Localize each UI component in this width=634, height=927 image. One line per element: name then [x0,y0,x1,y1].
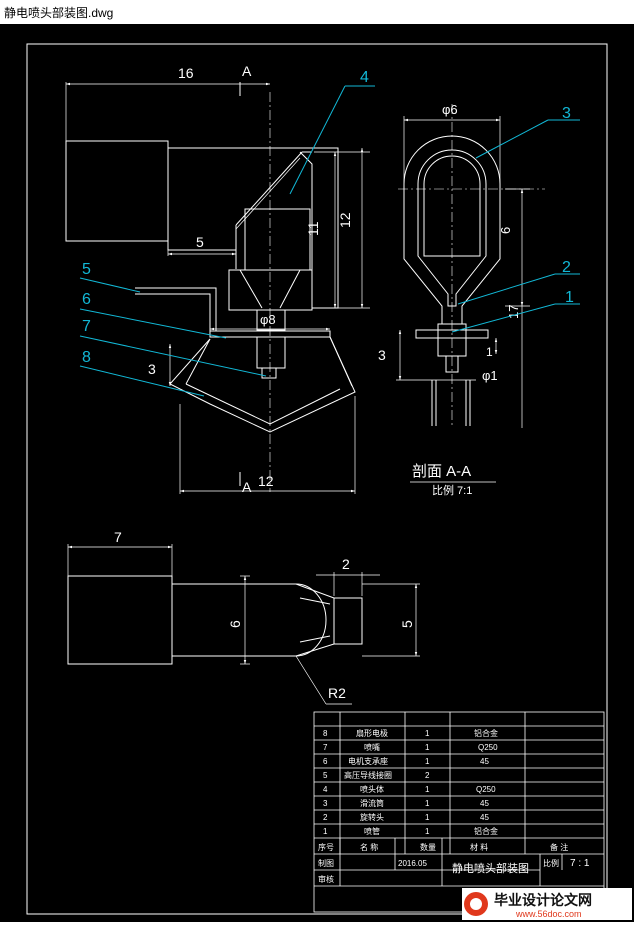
dim-3-left: 3 [148,361,156,377]
window-title: 静电喷头部装图.dwg [4,6,114,20]
bom-row-name: 高压导线接圈 [344,770,392,780]
bom-row-no: 5 [323,771,328,780]
callout-5: 5 [82,261,91,278]
leader-8 [79,365,205,397]
leader-6 [79,308,227,339]
bom-row-no: 8 [323,729,328,738]
bom-row-name: 扇形电极 [356,728,388,738]
checker-label: 审核 [318,874,334,884]
callout-1: 1 [565,289,574,306]
bom-rows: 8 扇形电极 1 铝合金 7 喷嘴 1 Q250 6 电机支承座 1 45 5 … [323,728,498,836]
section-mark-top: A [242,63,252,79]
bom-row-no: 2 [323,813,328,822]
leader-1 [451,303,556,333]
bom-row-name: 滑流筒 [360,798,384,808]
watermark-logo: 毕业设计论文网 www.56doc.com [462,888,632,920]
bom-row-material: 铝合金 [474,826,498,836]
leader-5 [79,277,141,293]
dim-5: 5 [196,234,204,250]
section-view: φ6 6 17 1 3 φ1 3 2 1 剖面 A-A 比例 7:1 [378,102,580,497]
bom-header-material: 材 料 [470,842,488,852]
callout-6: 6 [82,291,91,308]
cad-drawing: 16 5 11 12 φ8 3 12 A A 4 5 6 [26,43,608,915]
watermark-text: 毕业设计论文网 [494,892,592,908]
dim-phi6: φ6 [442,102,458,117]
bom-row-no: 3 [323,799,328,808]
bom-row-no: 7 [323,743,328,752]
bom-row-material: 铝合金 [474,728,498,738]
bom-row-qty: 2 [425,771,430,780]
bom-row-name: 喷嘴 [364,742,380,752]
callout-4: 4 [360,69,369,86]
bom-row-qty: 1 [425,743,430,752]
bom-header-qty: 数量 [420,842,436,852]
bom-row-qty: 1 [425,757,430,766]
dim-6: 6 [498,227,513,234]
bom-row-qty: 1 [425,813,430,822]
bom-row-no: 4 [323,785,328,794]
bom-row-qty: 1 [425,827,430,836]
watermark-url: www.56doc.com [515,909,582,919]
bom-row-no: 1 [323,827,328,836]
leader-3 [475,119,549,159]
callout-8: 8 [82,349,91,366]
dim-12: 12 [337,212,353,228]
bom-row-material: 45 [480,799,489,808]
dim-5-vertical: 5 [399,620,415,628]
leader-4 [289,85,346,195]
dim-7: 7 [114,529,122,545]
callout-2: 2 [562,259,571,276]
dim-16: 16 [178,65,194,81]
dim-r2: R2 [328,685,346,701]
dim-12-bottom: 12 [258,473,274,489]
bom-row-material: Q250 [478,743,498,752]
bom-header-name: 名 称 [360,842,378,852]
bom-header: 序号 名 称 数量 材 料 备 注 [318,842,568,852]
drawing-name: 静电喷头部装图 [452,861,529,875]
dim-2: 2 [342,556,350,572]
bom-row-name: 旋转头 [360,812,384,822]
callout-3: 3 [562,105,571,122]
dim-11: 11 [305,221,321,236]
drawing-date: 2016.05 [398,859,427,868]
dim-1: 1 [486,345,493,359]
dim-17: 17 [506,305,521,319]
leader-2 [457,273,556,305]
window-titlebar: 静电喷头部装图.dwg [0,0,634,25]
bom-header-no: 序号 [318,842,334,852]
designer-label: 制图 [318,858,334,868]
dim-6-vertical: 6 [227,620,243,628]
title-block: 制图 2016.05 静电喷头部装图 比例 7 : 1 审核 [318,858,590,884]
top-view: 7 2 6 5 R2 [67,529,420,705]
section-title: 剖面 A-A [412,463,471,480]
leader-7 [79,335,267,377]
bom-table: 8 扇形电极 1 铝合金 7 喷嘴 1 Q250 6 电机支承座 1 45 5 … [313,711,605,913]
callout-7: 7 [82,318,91,335]
bom-row-material: 45 [480,813,489,822]
bom-row-no: 6 [323,757,328,766]
dim-3-right: 3 [378,347,386,363]
bom-row-material: Q250 [476,785,496,794]
drawing-scale: 7 : 1 [570,858,590,869]
bom-row-material: 45 [480,757,489,766]
bom-row-qty: 1 [425,729,430,738]
main-view: 16 5 11 12 φ8 3 12 A A 4 5 6 [65,63,375,495]
bom-row-qty: 1 [425,785,430,794]
section-scale: 比例 7:1 [432,483,472,497]
scale-label: 比例 [543,858,559,868]
dim-phi1: φ1 [482,368,498,383]
bom-row-qty: 1 [425,799,430,808]
bom-row-name: 喷头体 [360,784,384,794]
drawing-canvas[interactable]: 16 5 11 12 φ8 3 12 A A 4 5 6 [0,24,634,922]
bom-row-name: 喷管 [364,826,380,836]
section-mark-bottom: A [242,479,252,495]
bom-row-name: 电机支承座 [348,756,388,766]
dim-phi8: φ8 [260,312,276,327]
sheet-frame [26,43,608,915]
bom-header-note: 备 注 [550,842,568,852]
